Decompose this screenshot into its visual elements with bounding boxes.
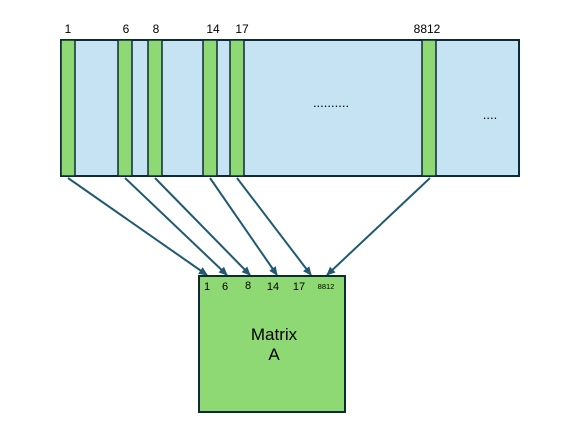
- arrow-column-14: [209, 177, 278, 276]
- matrix-label-1: 1: [204, 281, 210, 293]
- matrix-label-17: 17: [293, 281, 305, 293]
- arrow-column-6: [124, 177, 228, 276]
- strip-ellipsis-right: ....: [483, 107, 497, 122]
- column-8: [147, 39, 163, 177]
- mapping-arrows: [67, 177, 431, 276]
- strip-label-17: 17: [235, 22, 249, 36]
- highlighted-columns: [60, 39, 437, 177]
- arrow-column-8: [154, 177, 251, 276]
- matrix-label-14: 14: [267, 281, 279, 293]
- matrix-a-box: [198, 275, 346, 413]
- data-strip: [60, 39, 520, 177]
- column-14: [202, 39, 218, 177]
- column-8812: [421, 39, 437, 177]
- column-17: [229, 39, 245, 177]
- strip-label-14: 14: [206, 22, 220, 36]
- column-6: [117, 39, 133, 177]
- matrix-column-labels: 1 6 8 14 17 8812: [204, 280, 334, 293]
- matrix-title-line1: Matrix: [251, 325, 298, 344]
- strip-ellipsis-middle: ..........: [313, 95, 349, 110]
- matrix-label-8812: 8812: [318, 282, 335, 291]
- strip-label-6: 6: [123, 22, 130, 36]
- strip-label-1: 1: [65, 22, 72, 36]
- matrix-title-line2: A: [268, 345, 280, 364]
- strip-label-8: 8: [153, 22, 160, 36]
- strip-column-labels: 1 6 8 14 17 8812: [65, 22, 441, 36]
- column-1: [60, 39, 76, 177]
- matrix-label-8: 8: [245, 280, 251, 292]
- arrow-column-1: [67, 177, 208, 276]
- matrix-label-6: 6: [222, 281, 228, 293]
- arrow-column-17: [236, 177, 312, 276]
- arrow-column-8812: [326, 177, 431, 276]
- strip-label-8812: 8812: [414, 22, 441, 36]
